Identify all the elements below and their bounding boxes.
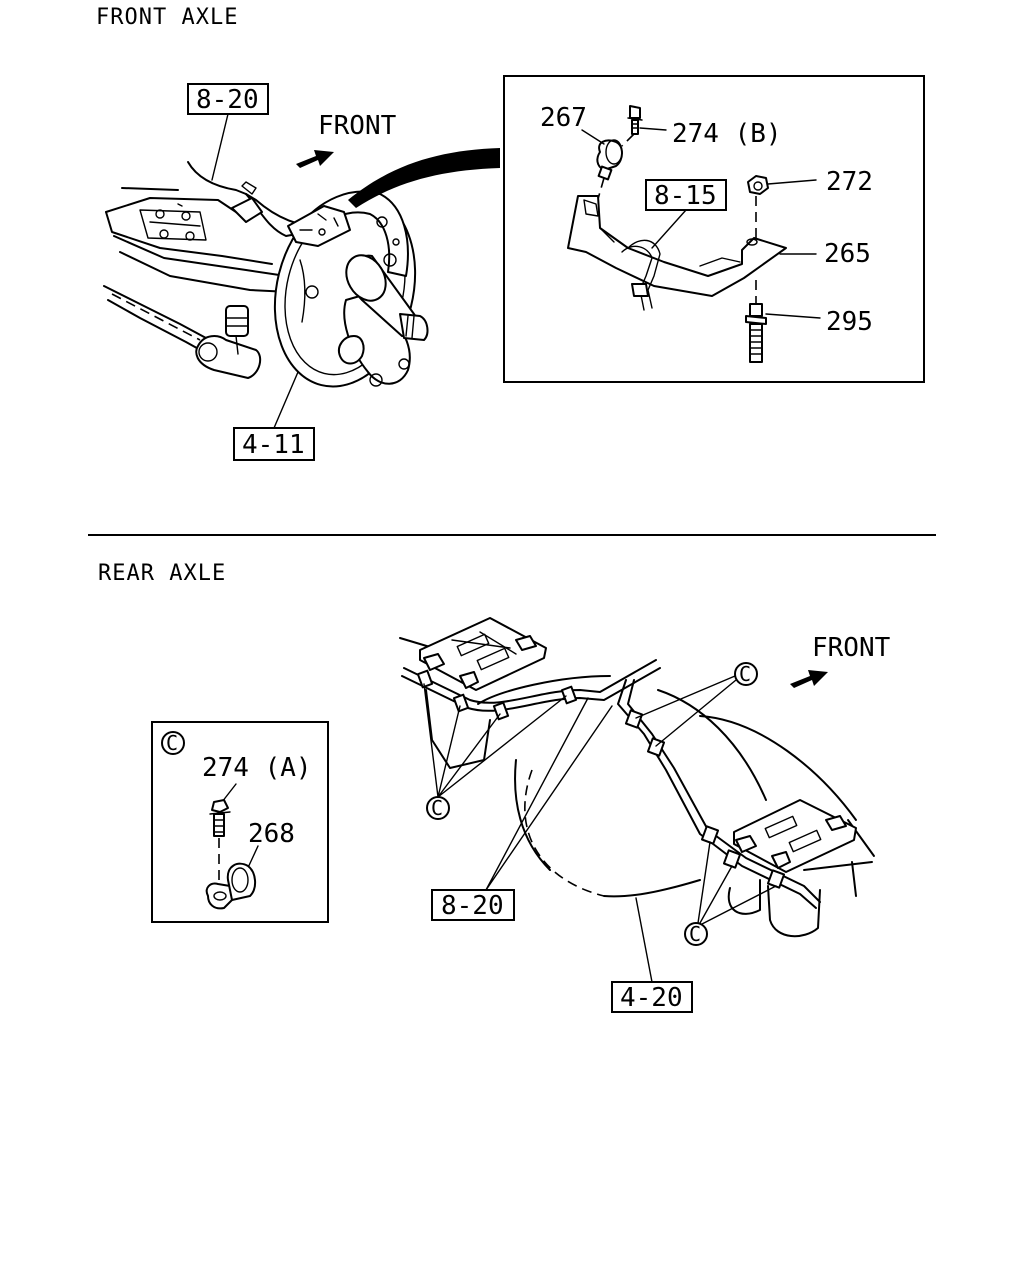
ref-front-pipe-label: 8-20 [196,85,259,115]
clip-marker-top-label: C [739,662,751,686]
part-265-label: 265 [824,239,871,269]
part-274b-bolt: 274 (B) [621,105,782,149]
ref-box-rear-pipe: 8-20 [431,697,613,921]
rear-axle-title: REAR AXLE [98,561,226,586]
ref-box-front-pipe: 8-20 [187,83,269,181]
rear-direction-arrow [790,670,828,688]
clip-markers: C C C [423,662,777,946]
front-direction-label: FRONT [318,111,397,141]
part-265-bracket: 265 [567,195,871,297]
part-267-label: 267 [540,103,587,133]
ref-rear-housing-label: 4-20 [620,983,683,1013]
inset-brake-hose: 274 (B) 8-15 [621,179,727,311]
inset-marker-c [161,731,185,755]
ref-front-drum-label: 4-11 [242,430,305,460]
front-axle-title: FRONT AXLE [96,5,238,30]
part-295-label: 295 [826,307,873,337]
part-268-label: 268 [248,819,295,849]
ref-box-rear-housing: 4-20 [611,897,693,1013]
ref-box-front-drum: 4-11 [233,371,315,461]
front-detail-callout-lead [348,148,500,208]
clip-marker-bottom-label: C [689,922,701,946]
tie-rod-end [195,305,262,379]
front-brake-pipe [187,161,341,237]
part-268-clip [205,862,256,910]
rear-right-spring-seat [733,799,857,873]
inset-marker-c-label: C [166,731,178,755]
clip-marker-top [734,662,758,686]
rear-brake-pipes [401,659,821,909]
front-direction-arrow [296,150,334,168]
part-274a-bolt [209,799,231,880]
part-295-stud: 295 [745,280,873,363]
ref-inset-hose-label-visible: 8-15 [654,181,717,211]
part-272-nut: 272 [747,167,873,238]
rear-direction-label: FRONT [812,633,891,663]
front-bracket [287,205,351,247]
clip-marker-left-label: C [431,796,443,820]
rear-left-spring-seat [419,617,547,691]
part-272-label: 272 [826,167,873,197]
part-274b-label: 274 (B) [672,119,782,149]
rear-axle-housing [399,637,875,938]
part-274a-label: 274 (A) [202,753,312,783]
front-axle-beam [103,187,291,353]
steering-knuckle [338,254,429,387]
clip-marker-bottom [684,922,708,946]
ref-rear-pipe-label: 8-20 [441,891,504,921]
part-267-clip: 267 [540,103,623,207]
